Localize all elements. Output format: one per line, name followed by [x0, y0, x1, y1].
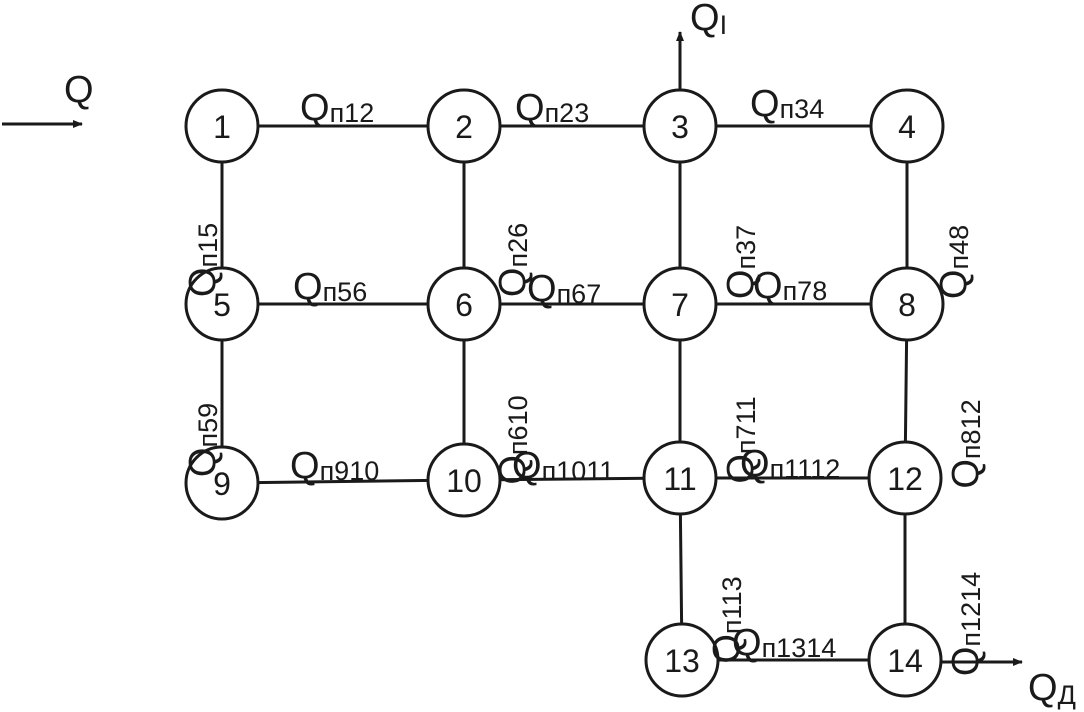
flow-label-9-10: Qп910 — [290, 445, 379, 487]
flow-label-1-5: Qп15 — [182, 223, 224, 297]
node-number: 8 — [898, 287, 916, 323]
flow-label-6-7: Qп67 — [527, 268, 601, 310]
flow-label-outlet-14: QД — [1028, 667, 1076, 710]
node-13: 13 — [644, 622, 720, 698]
node-6: 6 — [426, 266, 502, 342]
node-number: 1 — [213, 109, 231, 145]
flow-label-13-14: Qп1314 — [732, 622, 836, 664]
node-circle — [184, 445, 260, 521]
flow-label-outlet-3: QI — [690, 0, 727, 40]
node-number: 4 — [898, 109, 916, 145]
flow-label-2-3: Qп23 — [515, 87, 589, 129]
node-circle — [184, 266, 260, 342]
node-number: 7 — [671, 287, 689, 323]
node-9: 9 — [184, 445, 260, 521]
node-number: 9 — [213, 466, 231, 502]
node-circle — [867, 440, 943, 516]
node-circle — [869, 266, 945, 342]
node-circle — [642, 266, 718, 342]
node-5: 5 — [184, 266, 260, 342]
node-circle — [642, 440, 718, 516]
flow-label-8-12: Qп812 — [945, 399, 987, 488]
node-12: 12 — [867, 440, 943, 516]
flow-label-3-7: Qп37 — [720, 225, 762, 299]
node-number: 3 — [671, 109, 689, 145]
node-8: 8 — [869, 266, 945, 342]
flow-label-1-2: Qп12 — [300, 87, 374, 129]
node-10: 10 — [426, 442, 502, 518]
flow-label-7-8: Qп78 — [753, 265, 827, 307]
node-4: 4 — [869, 88, 945, 164]
node-number: 13 — [664, 643, 700, 679]
node-3: 3 — [642, 88, 718, 164]
flow-label-5-6: Qп56 — [293, 266, 367, 308]
node-circle — [644, 622, 720, 698]
flow-label-6-10: Qп610 — [492, 395, 534, 484]
flow-label-11-13: Qп113 — [706, 576, 748, 663]
node-11: 11 — [642, 440, 718, 516]
node-circle — [426, 266, 502, 342]
node-circle — [642, 88, 718, 164]
node-circle — [869, 88, 945, 164]
node-1: 1 — [184, 88, 260, 164]
pipe-9-10 — [221, 478, 465, 485]
flow-label-12-14: Qп1214 — [945, 572, 987, 676]
flow-label-2-6: Qп26 — [492, 223, 534, 297]
node-2: 2 — [426, 88, 502, 164]
node-number: 10 — [446, 463, 482, 499]
flow-label-11-12: Qп1112 — [740, 443, 840, 485]
node-7: 7 — [642, 266, 718, 342]
node-circle — [426, 442, 502, 518]
node-number: 2 — [455, 109, 473, 145]
flow-label-input: Q — [64, 69, 94, 111]
node-circle — [867, 622, 943, 698]
node-number: 12 — [887, 461, 923, 497]
node-number: 14 — [887, 643, 923, 679]
flow-label-10-11: Qп1011 — [512, 445, 614, 487]
node-circle — [426, 88, 502, 164]
flow-label-4-8: Qп48 — [933, 225, 975, 299]
flow-label-7-11: Qп711 — [720, 396, 762, 483]
flow-label-3-4: Qп34 — [750, 83, 824, 125]
node-circle — [184, 88, 260, 164]
node-14: 14 — [867, 622, 943, 698]
flow-label-5-9: Qп59 — [182, 403, 224, 477]
node-number: 11 — [663, 461, 696, 497]
node-number: 5 — [213, 287, 231, 323]
node-number: 6 — [455, 287, 473, 323]
